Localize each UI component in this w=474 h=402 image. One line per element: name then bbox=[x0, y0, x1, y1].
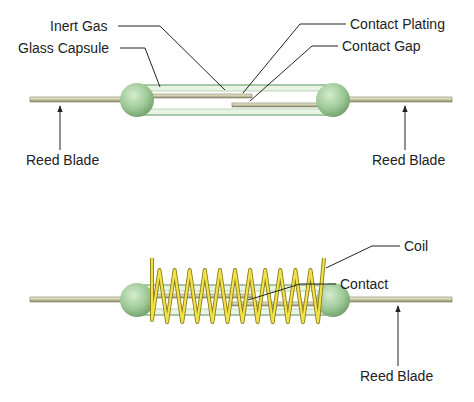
reed-blade-inner bbox=[232, 103, 330, 107]
reed-blade-inner bbox=[140, 94, 252, 98]
coil-outline bbox=[152, 258, 324, 322]
glass-seal bbox=[120, 283, 154, 317]
leader-line bbox=[120, 48, 145, 49]
leader-line bbox=[300, 284, 336, 285]
leader-line bbox=[243, 24, 300, 93]
leader-line bbox=[145, 48, 160, 87]
part-label: Contact bbox=[340, 276, 388, 292]
bottom-switch bbox=[30, 246, 452, 366]
leader-line bbox=[372, 246, 400, 247]
part-label: Inert Gas bbox=[50, 18, 108, 34]
leader-line bbox=[312, 46, 338, 47]
coil-wire bbox=[152, 258, 324, 322]
glass-capsule bbox=[130, 85, 340, 115]
leader-line bbox=[160, 26, 225, 90]
capsule-interior bbox=[140, 91, 330, 109]
part-label: Reed Blade bbox=[26, 152, 99, 168]
part-label: Reed Blade bbox=[372, 152, 445, 168]
coil-windings bbox=[152, 258, 324, 322]
leader-line bbox=[118, 26, 160, 27]
part-label: Reed Blade bbox=[360, 368, 433, 384]
leader-arrow bbox=[405, 106, 406, 150]
leader-arrow bbox=[60, 106, 61, 150]
part-label: Contact Plating bbox=[350, 16, 445, 32]
part-label: Glass Capsule bbox=[18, 40, 109, 56]
leader-line bbox=[248, 284, 300, 300]
glass-seal bbox=[120, 83, 154, 117]
leader-line bbox=[250, 46, 312, 101]
glass-seal bbox=[316, 83, 350, 117]
leader-line bbox=[300, 24, 346, 25]
part-label: Coil bbox=[404, 238, 428, 254]
leader-arrow bbox=[398, 306, 399, 366]
leader-line bbox=[326, 246, 372, 268]
part-label: Contact Gap bbox=[342, 38, 421, 54]
